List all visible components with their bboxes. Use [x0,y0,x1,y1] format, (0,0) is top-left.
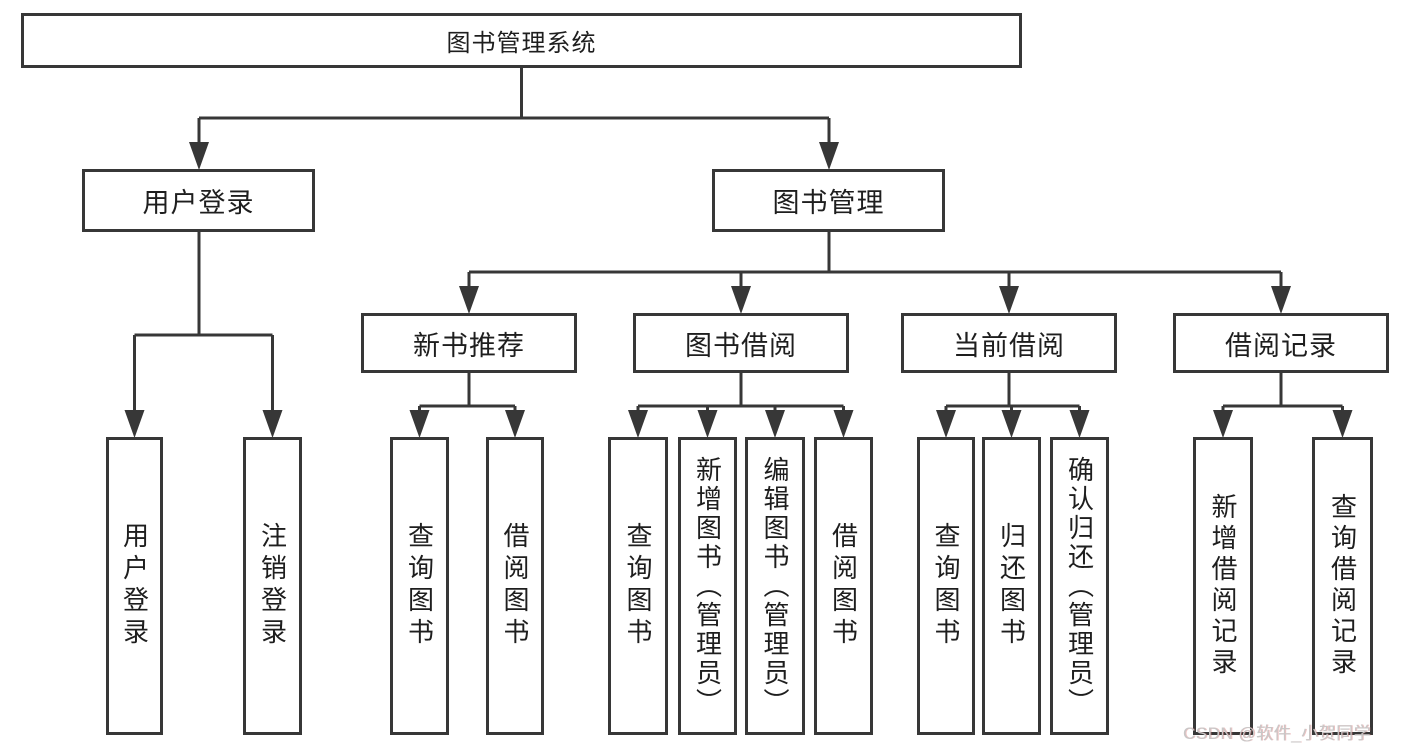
leaf-user-login: 用户登录 [106,437,163,735]
leaf-label: 查询图书 [931,522,961,650]
node-label: 新书推荐 [413,330,525,361]
leaf-label: 新增借阅记录 [1208,493,1238,679]
node-label: 图书管理 [772,188,885,218]
node-borrow-records: 借阅记录 [1173,313,1389,373]
node-label: 用户登录 [142,188,255,218]
leaf-query-books-recommend: 查询图书 [390,437,449,735]
leaf-query-borrow-record: 查询借阅记录 [1312,437,1373,735]
leaf-borrow-books: 借阅图书 [814,437,873,735]
node-label: 借阅记录 [1225,330,1337,361]
leaf-label: 查询借阅记录 [1327,493,1358,679]
leaf-label: 新增图书（管理员） [692,455,723,717]
leaf-label: 查询图书 [404,522,435,650]
leaf-edit-books-admin: 编辑图书（管理员） [745,437,805,735]
node-book-management: 图书管理 [712,169,945,232]
node-label: 图书管理系统 [446,30,597,57]
node-user-login: 用户登录 [82,169,315,232]
leaf-label: 归还图书 [996,522,1027,650]
leaf-label: 注销登录 [257,522,288,650]
node-current-borrow: 当前借阅 [901,313,1117,373]
leaf-label: 查询图书 [623,522,653,650]
node-new-book-recommend: 新书推荐 [361,313,577,373]
node-library-system: 图书管理系统 [21,13,1022,68]
node-label: 图书借阅 [685,330,797,361]
leaf-borrow-books-recommend: 借阅图书 [486,437,544,735]
leaf-query-books-current: 查询图书 [917,437,975,735]
leaf-add-borrow-record: 新增借阅记录 [1193,437,1253,735]
arrow-heads [124,142,1353,438]
leaf-label: 借阅图书 [828,522,859,650]
leaf-label: 借阅图书 [500,522,530,650]
leaf-add-books-admin: 新增图书（管理员） [678,437,737,735]
node-label: 当前借阅 [953,330,1065,361]
leaf-label: 用户登录 [119,522,150,650]
node-book-borrow: 图书借阅 [633,313,849,373]
leaf-logout: 注销登录 [243,437,302,735]
leaf-query-books-borrow: 查询图书 [608,437,668,735]
csdn-watermark: CSDN @软件_小贺同学 [1183,724,1372,743]
leaf-return-books: 归还图书 [982,437,1041,735]
leaf-label: 编辑图书（管理员） [760,455,790,717]
leaf-confirm-return-admin: 确认归还（管理员） [1050,437,1109,735]
leaf-label: 确认归还（管理员） [1064,455,1095,717]
